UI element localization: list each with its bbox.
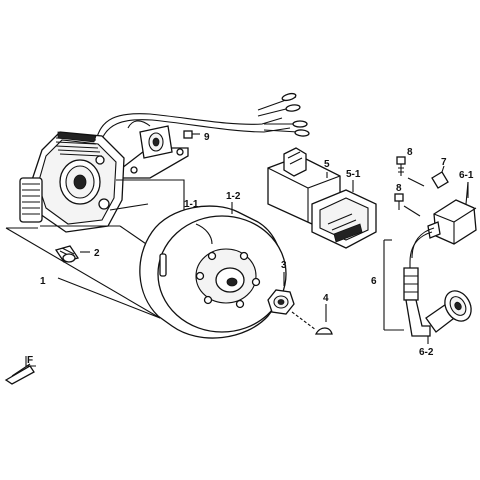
callout-4: 4 xyxy=(323,293,329,304)
callout-1-1: 1-1 xyxy=(184,199,199,210)
bolt-8-lower xyxy=(394,193,421,217)
callout-1: 1 xyxy=(40,276,46,287)
ignition-coil xyxy=(427,181,477,245)
callout-7: 7 xyxy=(441,157,447,168)
callout-9: 9 xyxy=(204,132,210,143)
nut-3 xyxy=(267,272,295,315)
callout-2: 2 xyxy=(94,248,100,259)
callout-5: 5 xyxy=(324,159,330,170)
regulator-rectifier xyxy=(267,147,377,249)
bolt-2 xyxy=(54,245,90,263)
bolt-8-upper xyxy=(396,156,425,187)
callout-6: 6 xyxy=(371,276,377,287)
flywheel xyxy=(139,205,287,339)
front-marker-label: F xyxy=(27,355,33,366)
callout-1-bracket xyxy=(5,225,161,319)
callout-3: 3 xyxy=(281,260,287,271)
callout-1-2: 1-2 xyxy=(226,191,241,202)
spark-plug-cap xyxy=(403,267,472,337)
nut-3-to-key-4-leader xyxy=(291,311,317,331)
bolt-9 xyxy=(183,130,200,139)
callout-8-lower: 8 xyxy=(396,183,402,194)
clamp-7 xyxy=(431,165,449,189)
callout-1-1-bracket xyxy=(109,179,185,214)
callout-6-2: 6-2 xyxy=(419,347,434,358)
front-direction-marker: F xyxy=(4,355,36,385)
key-4 xyxy=(314,304,333,335)
callout-6-1: 6-1 xyxy=(459,170,474,181)
callout-8-upper: 8 xyxy=(407,147,413,158)
callout-5-1: 5-1 xyxy=(346,169,361,180)
callout-6-bracket xyxy=(383,239,404,331)
stator-assembly xyxy=(19,92,310,233)
